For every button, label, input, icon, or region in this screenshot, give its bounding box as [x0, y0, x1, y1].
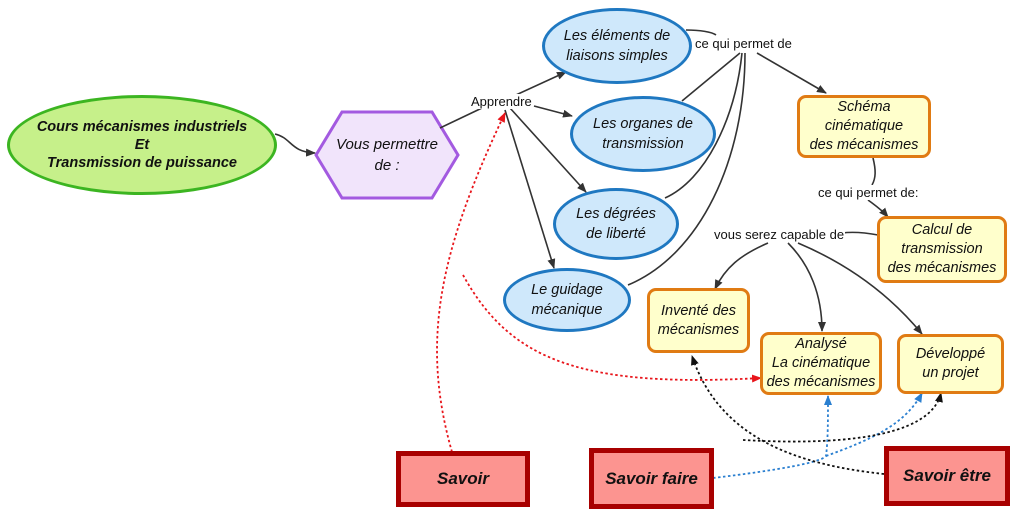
skill-node-invente[interactable]: Inventé des mécanismes	[647, 288, 750, 353]
hexagon-node-label[interactable]: Vous permettre de :	[336, 136, 438, 174]
link-savoirfaire-analyse	[712, 395, 832, 479]
link-savoiretre-invente	[691, 355, 885, 475]
link-vscd-skill-1	[714, 242, 769, 290]
link-topic-1-cqpd	[685, 29, 717, 36]
link-savoirfaire-developpe	[825, 392, 923, 457]
link-topic-3-cqpd	[664, 52, 743, 199]
link-root-hexagon	[274, 133, 316, 157]
topic-node-degres[interactable]: Les dégrées de liberté	[553, 188, 679, 260]
root-node[interactable]: Cours mécanismes industriels Et Transmis…	[7, 95, 277, 195]
category-savoir-faire[interactable]: Savoir faire	[589, 448, 714, 509]
link-schema-cqpd2	[871, 157, 876, 186]
link-label-vous-serez-capable-de: vous serez capable de	[713, 227, 846, 242]
link-label-ce-qui-permet-de: ce qui permet de	[694, 36, 793, 51]
hexagon-shape	[314, 110, 460, 200]
link-hexagon-apprendre	[439, 107, 483, 129]
link-topic-2-cqpd	[681, 52, 741, 102]
category-savoir[interactable]: Savoir	[396, 451, 530, 507]
link-apprendre-topic-4	[504, 109, 556, 269]
link-savoir-apprendre	[436, 112, 506, 453]
link-calcul-vscd	[841, 231, 879, 236]
link-savoiretre-developpe	[742, 392, 943, 443]
link-cqpd2-calcul	[867, 199, 889, 218]
skill-node-analyse[interactable]: Analysé La cinématique des mécanismes	[760, 332, 882, 395]
topic-node-liaisons[interactable]: Les éléments de liaisons simples	[542, 8, 692, 84]
concept-node-schema[interactable]: Schéma cinématique des mécanismes	[797, 95, 931, 158]
topic-node-organes[interactable]: Les organes de transmission	[570, 96, 716, 172]
link-label-apprendre: Apprendre	[470, 94, 533, 109]
skill-node-developpe[interactable]: Développé un projet	[897, 334, 1004, 394]
link-vscd-skill-2	[787, 242, 826, 332]
link-topic-4-cqpd	[627, 52, 746, 286]
link-savoir-analyse	[462, 274, 762, 383]
category-savoir-etre[interactable]: Savoir être	[884, 446, 1010, 506]
link-cqpd-schema	[756, 52, 827, 94]
link-apprendre-topic-2	[533, 105, 573, 118]
link-apprendre-topic-3	[509, 107, 587, 193]
concept-node-calcul[interactable]: Calcul de transmission des mécanismes	[877, 216, 1007, 283]
topic-node-guidage[interactable]: Le guidage mécanique	[503, 268, 631, 332]
link-label-ce-qui-permet-de-2: ce qui permet de:	[817, 185, 920, 200]
link-vscd-skill-3	[797, 242, 923, 335]
